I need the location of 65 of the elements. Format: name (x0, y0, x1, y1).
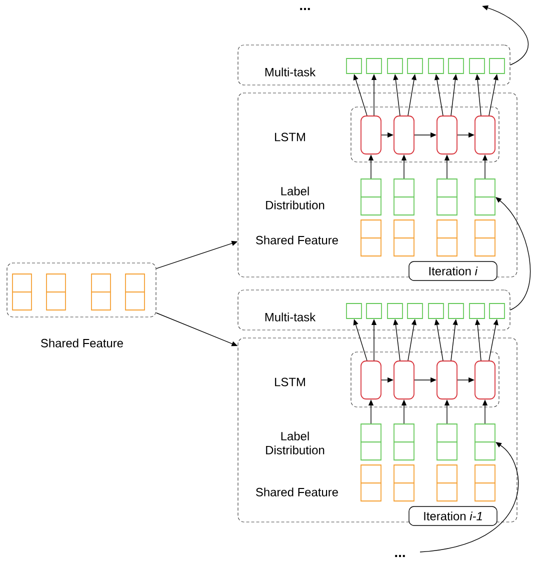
feature-vector (46, 274, 66, 310)
lstm-cell (474, 360, 496, 400)
label-vector (360, 178, 382, 216)
panel-label: Multi-task (265, 312, 316, 322)
output-square (366, 58, 382, 74)
feature-vector (393, 464, 415, 502)
feature-panel (6, 262, 156, 348)
iteration-panel (238, 92, 518, 278)
task-panel (238, 290, 510, 330)
label-vector (474, 424, 496, 460)
feature-vector (474, 220, 496, 256)
output-square (346, 303, 362, 319)
output-square (407, 303, 423, 319)
lstm-cell (436, 360, 458, 400)
label-vector (393, 178, 415, 216)
output-square (469, 58, 485, 74)
panel-label: Shared Feature (41, 338, 123, 348)
row-label: LSTM (275, 132, 305, 142)
lstm-cell (360, 360, 382, 400)
output-square (346, 58, 362, 74)
arrow (420, 442, 519, 552)
iteration-tag: Iteration i (408, 261, 498, 281)
row-label: Shared Feature (256, 236, 338, 244)
feature-vector (360, 464, 382, 502)
lstm-cell (360, 116, 382, 154)
output-square (489, 58, 505, 74)
lstm-cell (474, 116, 496, 154)
ellipsis-mark: ... (395, 554, 405, 558)
output-square (428, 58, 444, 74)
row-label: Label Distribution (266, 432, 324, 454)
panel-label: Multi-task (265, 68, 316, 76)
output-square (448, 303, 464, 319)
output-square (366, 303, 382, 319)
lstm-cell (394, 116, 414, 154)
output-square (428, 303, 444, 319)
output-square (387, 58, 403, 74)
feature-vector (124, 274, 146, 310)
lstm-group-box (350, 106, 500, 162)
feature-vector (360, 220, 382, 256)
ellipsis-mark: ... (300, 8, 310, 10)
output-square (407, 58, 423, 74)
feature-vector (393, 220, 415, 256)
label-vector (474, 178, 496, 216)
output-square (489, 303, 505, 319)
iteration-tag: Iteration i-1 (408, 506, 498, 526)
label-vector (393, 424, 415, 460)
iteration-panel (238, 338, 518, 522)
label-vector (360, 424, 382, 460)
feature-vector (436, 464, 458, 502)
output-square (387, 303, 403, 319)
output-square (469, 303, 485, 319)
output-square (448, 58, 464, 74)
feature-vector (12, 274, 32, 310)
feature-vector (90, 274, 112, 310)
row-label: Shared Feature (256, 488, 338, 496)
feature-vector (474, 464, 496, 502)
lstm-cell (436, 116, 458, 154)
feature-vector (436, 220, 458, 256)
lstm-cell (394, 360, 414, 400)
row-label: Label Distribution (266, 186, 324, 210)
lstm-group-box (350, 352, 500, 408)
label-vector (436, 178, 458, 216)
task-panel (238, 44, 510, 86)
label-vector (436, 424, 458, 460)
row-label: LSTM (275, 378, 305, 386)
